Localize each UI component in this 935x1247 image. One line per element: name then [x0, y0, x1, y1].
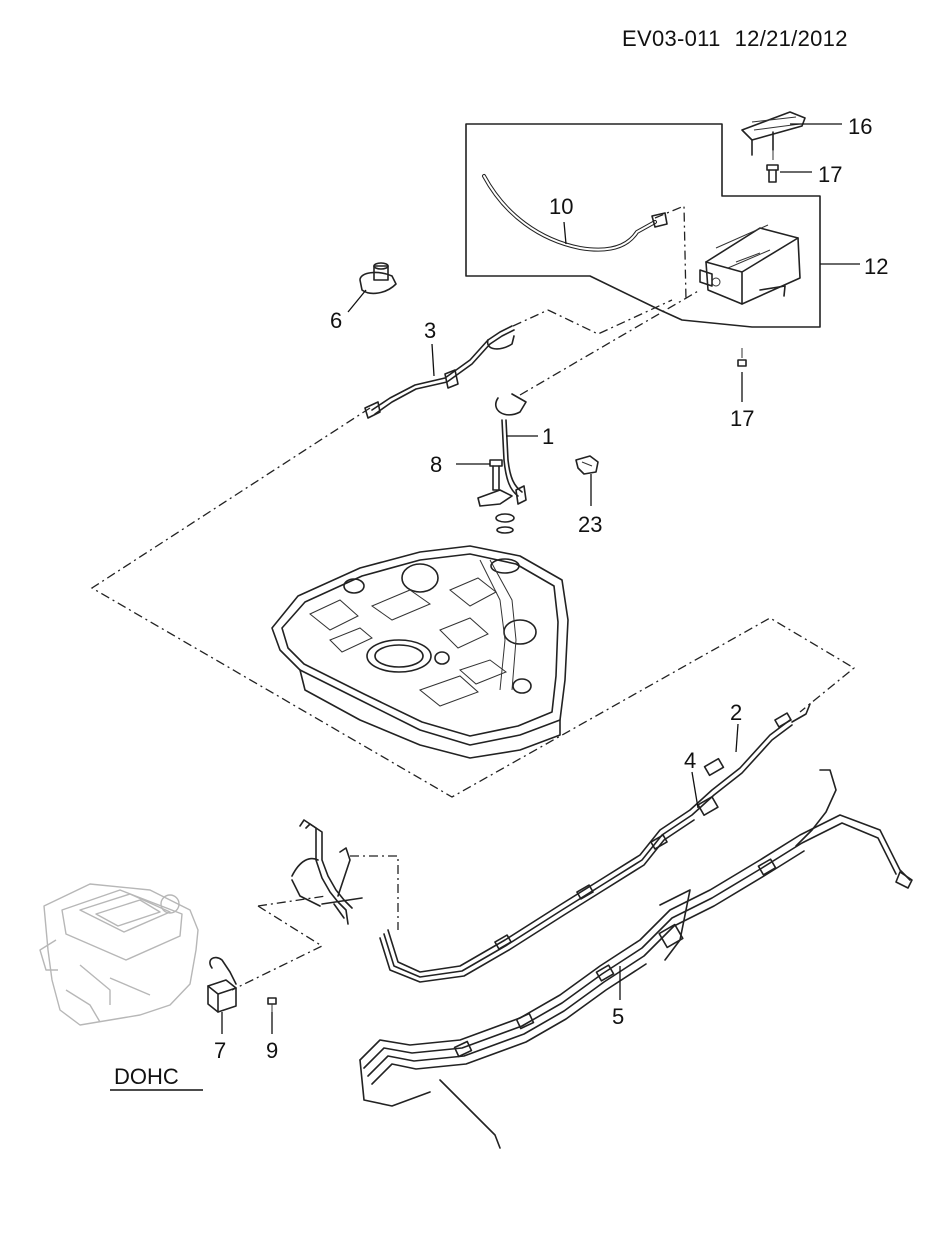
retainer-clip [359, 262, 397, 295]
callout-1: 1 [542, 424, 554, 449]
callout-3: 3 [424, 318, 436, 343]
reference-lines [90, 205, 856, 991]
callout-17-lower: 17 [730, 406, 754, 431]
callout-8: 8 [430, 452, 442, 477]
clip-23 [575, 455, 599, 475]
diagram-date: 12/21/2012 [734, 26, 848, 51]
callout-2: 2 [730, 700, 742, 725]
bolt-8 [489, 459, 503, 491]
leader-lines [221, 123, 860, 1034]
caption-dohc: DOHC [114, 1064, 179, 1089]
canister-bracket [741, 111, 806, 160]
callout-23: 23 [578, 512, 602, 537]
vent-hose [482, 174, 668, 252]
callout-12: 12 [864, 254, 888, 279]
evap-canister [699, 224, 801, 305]
screw-9 [267, 997, 277, 1012]
fuel-tank [271, 545, 569, 759]
callout-7: 7 [214, 1038, 226, 1063]
engine-variant-caption: DOHC [110, 1064, 203, 1091]
callout-5: 5 [612, 1004, 624, 1029]
callout-6: 6 [330, 308, 342, 333]
fuel-pump-module [477, 489, 515, 534]
vapor-line [364, 325, 515, 419]
bolt-17-top [766, 164, 779, 183]
fuel-line-bundle-lower [359, 769, 913, 1149]
engine-fuel-rail-pipe [291, 819, 363, 925]
bolt-17-lower [737, 348, 747, 367]
callout-labels: 16 17 10 12 6 3 17 1 8 23 2 4 5 7 9 [214, 114, 888, 1063]
engine-block-outline [39, 883, 199, 1026]
callout-10: 10 [549, 194, 573, 219]
callout-4: 4 [684, 748, 696, 773]
callout-16: 16 [848, 114, 872, 139]
canister-assembly-frame [465, 123, 821, 328]
callout-17-top: 17 [818, 162, 842, 187]
fuel-line-bundle-upper [379, 703, 811, 983]
diagram-code: EV03-011 [622, 26, 721, 51]
pressure-regulator [207, 956, 237, 1013]
fuel-feed-line [495, 393, 527, 505]
diagram-header: EV03-011 12/21/2012 [622, 26, 862, 52]
callout-9: 9 [266, 1038, 278, 1063]
